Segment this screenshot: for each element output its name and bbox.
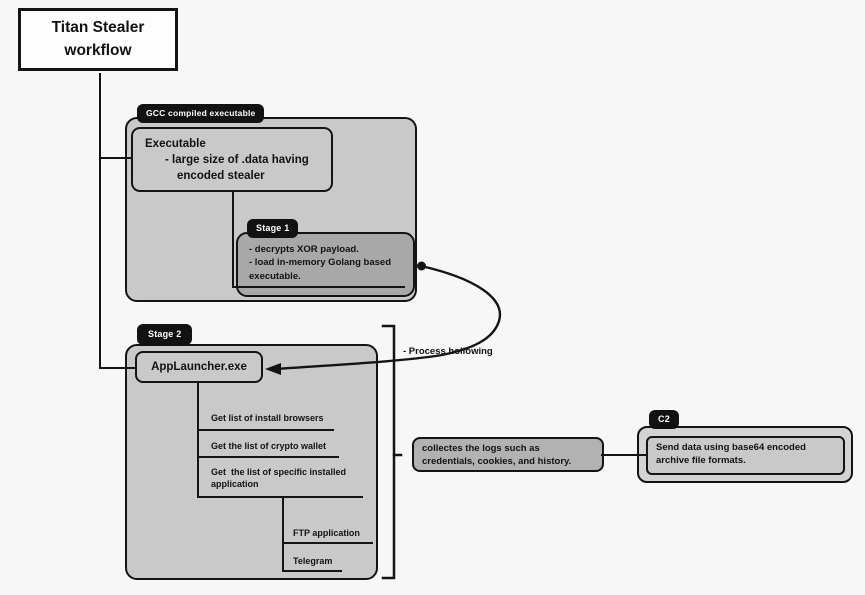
executable-node-title: Executable — [145, 138, 206, 150]
list-subitem-telegram: Telegram — [293, 556, 333, 566]
stage1-node: - decrypts XOR payload. - load in-memory… — [236, 232, 415, 297]
executable-node-line1: - large size of .data having — [165, 153, 309, 166]
c2-send-data-text: Send data using base64 encoded archive f… — [656, 442, 806, 466]
list-subitem-ftp: FTP application — [293, 528, 360, 538]
list-item-crypto-wallet: Get the list of crypto wallet — [211, 441, 327, 451]
stage2-bracket — [381, 324, 396, 580]
list-item-browsers: Get list of install browsers — [211, 413, 324, 423]
c2-label: C2 — [649, 410, 679, 429]
applauncher-node-text: AppLauncher.exe — [151, 361, 247, 373]
executable-node-line2: encoded stealer — [177, 169, 265, 182]
applauncher-node: AppLauncher.exe — [135, 351, 263, 383]
diagram-title-text: Titan Stealer workflow — [51, 19, 145, 59]
executable-node: Executable - large size of .data having … — [131, 127, 333, 192]
collect-logs-node: collectes the logs such as credentials, … — [412, 437, 604, 472]
process-hollowing-annotation: - Process hollowing — [403, 346, 493, 357]
diagram-title: Titan Stealer workflow — [18, 8, 178, 71]
stage2-label: Stage 2 — [137, 324, 193, 345]
list-item-installed-apps: Get the list of specific installed appli… — [211, 467, 349, 490]
stage2-group-container — [125, 344, 378, 580]
stage1-line-1: - load in-memory Golang based — [249, 257, 391, 269]
gcc-group-label: GCC compiled executable — [137, 104, 265, 123]
stage1-label: Stage 1 — [247, 219, 299, 238]
curve-origin-dot — [417, 261, 426, 271]
c2-send-data-node: Send data using base64 encoded archive f… — [646, 436, 845, 475]
stage1-line-2: executable. — [249, 270, 301, 282]
collect-logs-text: collectes the logs such as credentials, … — [422, 443, 572, 467]
stage1-line-0: - decrypts XOR payload. — [249, 244, 359, 255]
